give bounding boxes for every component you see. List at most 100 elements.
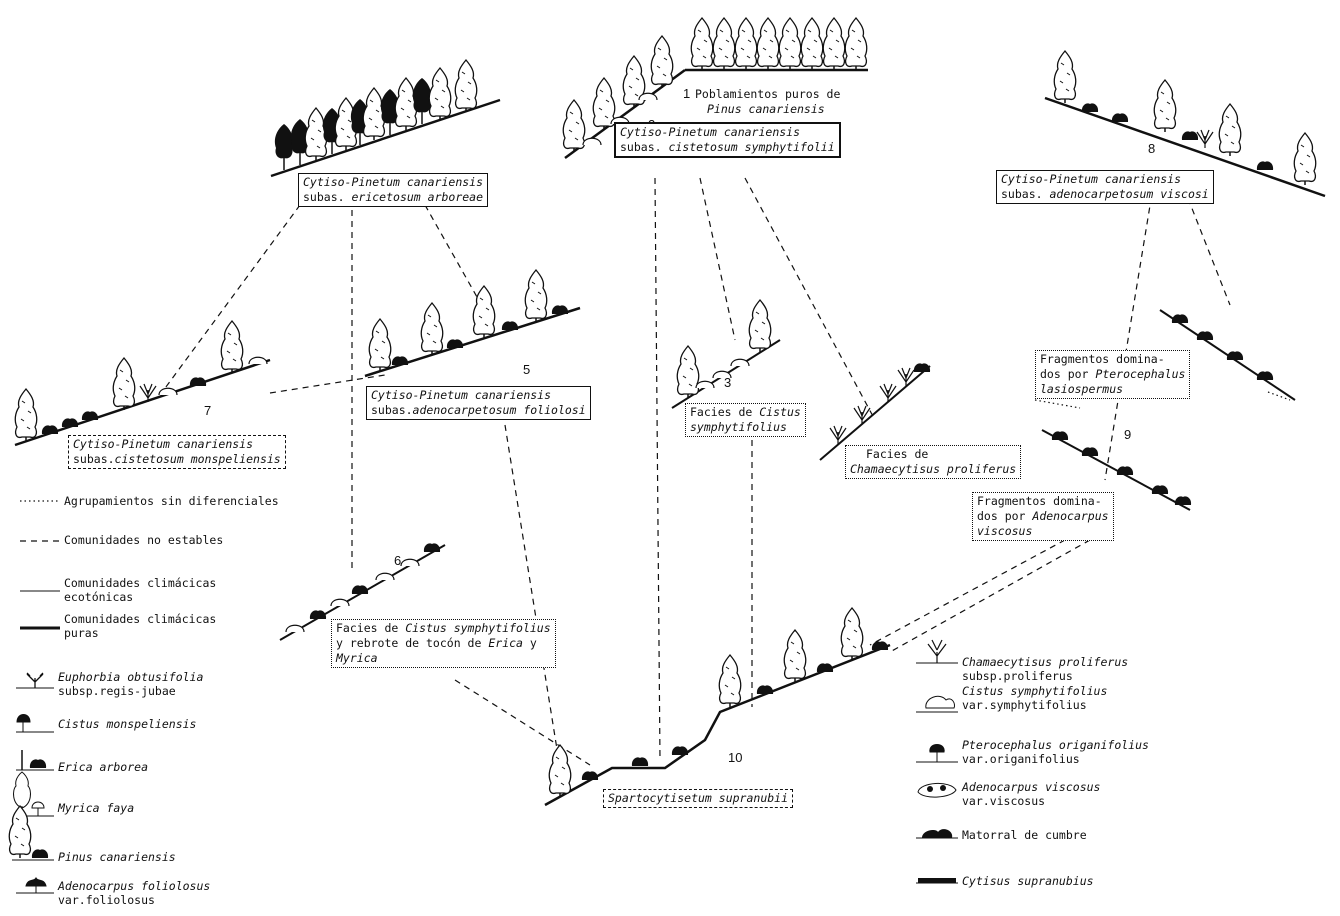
legend-pterocephalus-name: Pterocephalus origanifolius	[962, 738, 1149, 752]
stand-5-box: Cytiso-Pinetum canariensis subas.adenoca…	[366, 386, 591, 420]
legend-dotted-label: Agrupamientos sin diferenciales	[64, 494, 279, 508]
slope-chamaecytisus	[819, 365, 931, 461]
legend-chamaecytisus-name: Chamaecytisus proliferus	[962, 655, 1129, 669]
legend-adenocarpus-viscosus-var: var.viscosus	[962, 794, 1046, 808]
slope-10	[544, 643, 891, 807]
stand-7-vegetation	[14, 320, 268, 442]
legend-pterocephalus: Pterocephalus origanifolius var.origanif…	[962, 738, 1149, 766]
stand-6-and: y	[529, 636, 537, 650]
stand-5-prefix: subas.	[371, 403, 413, 417]
legend-chamaecytisus-subsp: subsp.proliferus	[962, 669, 1073, 683]
stand-5-subassociation: adenocarpetosum foliolosi	[412, 403, 586, 417]
legend-icons-right	[916, 639, 958, 884]
pterocephalus-line1: Fragmentos domina-	[1040, 352, 1165, 366]
legend-pterocephalus-var: var.origanifolius	[962, 752, 1080, 766]
stand-1-title: Poblamientos puros de	[695, 87, 841, 101]
legend-euphorbia-subsp: subsp.regis-jubae	[58, 684, 176, 698]
link-8-9	[1104, 174, 1156, 481]
slope-8	[1044, 96, 1326, 198]
stand-8-prefix: subas.	[1001, 187, 1043, 201]
stand-4-vegetation	[274, 59, 478, 171]
pterocephalus-species: lasiospermus	[1040, 382, 1124, 396]
stand-1-species: Pinus canariensis	[707, 102, 825, 116]
stand-chamaecytisus-vegetation	[829, 363, 931, 445]
stand-6-species: Cistus symphytifolius	[405, 621, 551, 635]
legend-icons-left	[8, 672, 54, 894]
stand-3-prefix: Facies de	[690, 405, 753, 419]
stand-number-7: 7	[204, 403, 212, 418]
stand-4-box: Cytiso-Pinetum canariensis subas. ericet…	[298, 173, 489, 207]
stand-7-prefix: subas.	[73, 452, 115, 466]
slope-pterocephalus	[1159, 309, 1296, 401]
legend-spartocytisus: Cytisus supranubius	[962, 874, 1094, 888]
slope-5	[364, 306, 581, 378]
stand-6-box: Facies de Cistus symphytifolius y rebrot…	[331, 619, 556, 668]
stand-6-myrica: Myrica	[336, 651, 378, 665]
link-ptero-frag2	[1267, 391, 1291, 401]
legend-dashed-label: Comunidades no estables	[64, 533, 224, 547]
chamaecytisus-species: Chamaecytisus proliferus	[850, 462, 1017, 476]
stand-8-line1: Cytiso-Pinetum canariensis	[1001, 172, 1182, 186]
legend-thick-line1: Comunidades climácicas	[64, 612, 217, 626]
stand-number-8: 8	[1148, 141, 1156, 156]
stand-6-erica: Erica	[488, 636, 523, 650]
stand-number-3: 3	[724, 375, 732, 390]
adenocarpus-line1: Fragmentos domina-	[977, 494, 1102, 508]
legend-cistus-symphytifolius-name: Cistus symphytifolius	[962, 684, 1108, 698]
stand-9-adenocarpus-box: Fragmentos domina- dos por Adenocarpus v…	[972, 492, 1114, 541]
legend-cistus-symphytifolius-var: var.symphytifolius	[962, 698, 1087, 712]
stand-1-label: Poblamientos puros de Pinus canariensis	[695, 87, 840, 117]
legend-adenocarpus-viscosus-name: Adenocarpus viscosus	[962, 780, 1101, 794]
stand-7-line1: Cytiso-Pinetum canariensis	[73, 437, 254, 451]
link-2-3	[699, 177, 736, 341]
stand-6-line2: y rebrote de tocón de	[336, 636, 482, 650]
legend-euphorbia-name: Euphorbia obtusifolia	[58, 670, 204, 684]
link-6-10	[454, 679, 591, 766]
legend-cistus-monspeliensis: Cistus monspeliensis	[58, 717, 197, 731]
stand-8-subassociation: adenocarpetosum viscosi	[1049, 187, 1209, 201]
stand-2-line1: Cytiso-Pinetum canariensis	[620, 125, 801, 139]
stand-number-6: 6	[394, 553, 402, 568]
legend-matorral: Matorral de cumbre	[962, 828, 1087, 842]
legend-adenocarpus-foliolosus: Adenocarpus foliolosus var.foliolosus	[58, 879, 210, 907]
stand-number-10: 10	[728, 750, 743, 765]
stand-7-subassociation: cistetosum monspeliensis	[114, 452, 281, 466]
stand-4-line1: Cytiso-Pinetum canariensis	[303, 175, 484, 189]
stand-8-vegetation	[1053, 50, 1317, 186]
legend-thin-line1: Comunidades climácicas	[64, 576, 217, 590]
stand-10-vegetation	[548, 607, 889, 798]
stand-9-pterocephalus-box: Fragmentos domina- dos por Pterocephalus…	[1035, 350, 1191, 399]
stand-3-genus: Cistus	[759, 405, 801, 419]
legend-thin-label: Comunidades climácicas ecotónicas	[64, 576, 216, 604]
legend-chamaecytisus: Chamaecytisus proliferus subsp.proliferu…	[962, 655, 1128, 683]
legend-line-samples	[20, 500, 60, 630]
chamaecytisus-prefix: Facies de	[866, 447, 929, 461]
link-2-chamaecytisus	[744, 177, 876, 421]
slope-4	[270, 98, 501, 178]
stand-2-prefix: subas.	[620, 140, 662, 154]
legend-adenocarpus-viscosus: Adenocarpus viscosus var.viscosus	[962, 780, 1100, 808]
pterocephalus-genus: Pterocephalus	[1095, 367, 1186, 381]
stand-3-species: symphytifolius	[690, 420, 787, 434]
stand-number-9: 9	[1124, 427, 1132, 442]
link-5-10	[504, 424, 561, 769]
legend-adenocarpus-foliolosus-name: Adenocarpus foliolosus	[58, 879, 211, 893]
stand-chamaecytisus-box: Facies de Chamaecytisus proliferus	[845, 445, 1022, 479]
stand-10-association: Spartocytisetum supranubii	[608, 791, 789, 805]
link-9-10b	[889, 539, 1091, 653]
stand-number-1: 1	[683, 86, 691, 101]
stand-6-prefix: Facies de	[336, 621, 399, 635]
stand-number-5: 5	[523, 362, 531, 377]
stand-2-subassociation: cistetosum symphytifolii	[668, 140, 835, 154]
legend-euphorbia: Euphorbia obtusifolia subsp.regis-jubae	[58, 670, 203, 698]
legend-thick-label: Comunidades climácicas puras	[64, 612, 216, 640]
legend-myrica-faya: Myrica faya	[58, 801, 135, 815]
stand-7-box: Cytiso-Pinetum canariensis subas.cisteto…	[68, 435, 286, 469]
stand-3-box: Facies de Cistus symphytifolius	[685, 403, 806, 437]
link-2-10	[654, 177, 661, 761]
legend-thick-line2: puras	[64, 626, 99, 640]
legend-pinus-canariensis: Pinus canariensis	[58, 850, 176, 864]
link-7-5	[269, 374, 386, 394]
